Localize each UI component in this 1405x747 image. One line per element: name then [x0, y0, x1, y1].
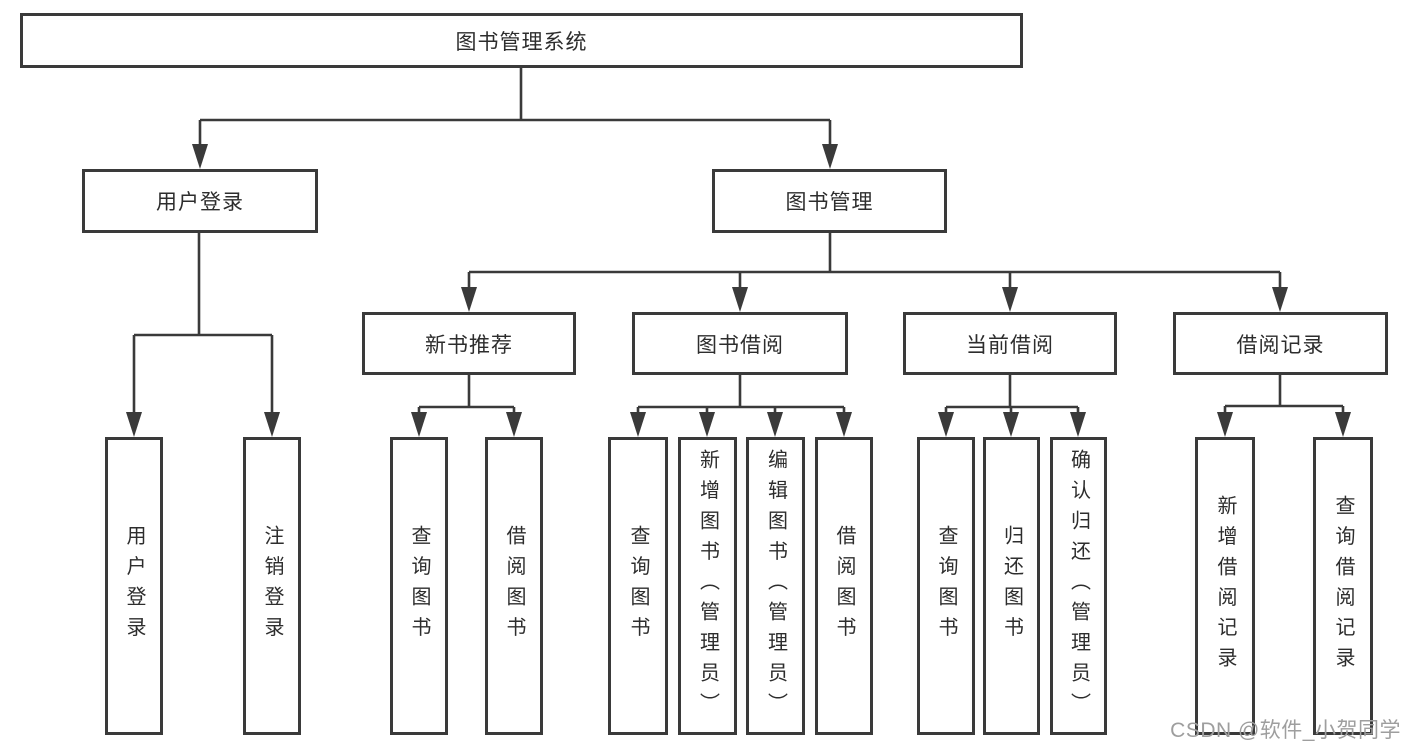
- node-br-add: 新增借阅记录: [1195, 437, 1255, 735]
- node-label: 用户登录: [156, 191, 244, 214]
- connector-current-borrow-arrow-2: [1070, 412, 1086, 437]
- node-current-borrow: 当前借阅: [903, 312, 1117, 375]
- connector-root-arrow-1: [822, 144, 838, 169]
- node-new-book-rec: 新书推荐: [362, 312, 576, 375]
- node-label: 借阅记录: [1236, 333, 1325, 357]
- node-user-login: 用户登录: [82, 169, 318, 233]
- node-label: 确认归还（管理员）: [1067, 449, 1090, 723]
- node-nb-query: 查询图书: [390, 437, 448, 735]
- node-logout-leaf: 注销登录: [243, 437, 301, 735]
- node-label: 新书推荐: [425, 333, 513, 357]
- node-label: 当前借阅: [966, 333, 1054, 357]
- node-bb-query: 查询图书: [608, 437, 668, 735]
- node-label: 注销登录: [261, 525, 283, 647]
- node-bb-add: 新增图书（管理员）: [678, 437, 737, 735]
- node-cb-confirm: 确认归还（管理员）: [1050, 437, 1107, 735]
- connector-user-login-arrow-0: [126, 412, 142, 437]
- connector-book-mgmt-arrow-2: [1002, 287, 1018, 312]
- connector-book-mgmt-arrow-0: [461, 287, 477, 312]
- node-bb-edit: 编辑图书（管理员）: [746, 437, 805, 735]
- connector-root-arrow-0: [192, 144, 208, 169]
- node-label: 查询借阅记录: [1332, 494, 1354, 678]
- node-cb-return: 归还图书: [983, 437, 1040, 735]
- node-book-borrow: 图书借阅: [632, 312, 848, 375]
- node-login-leaf: 用户登录: [105, 437, 163, 735]
- connector-book-borrow-arrow-0: [630, 412, 646, 437]
- node-label: 编辑图书（管理员）: [764, 449, 787, 723]
- node-label: 查询图书: [627, 525, 649, 647]
- node-nb-borrow: 借阅图书: [485, 437, 543, 735]
- connector-book-borrow-arrow-1: [699, 412, 715, 437]
- connector-current-borrow-arrow-0: [938, 412, 954, 437]
- node-br-query: 查询借阅记录: [1313, 437, 1373, 735]
- connector-user-login-arrow-1: [264, 412, 280, 437]
- node-label: 借阅图书: [833, 525, 855, 647]
- node-label: 用户登录: [123, 525, 145, 647]
- connector-borrow-records-arrow-0: [1217, 412, 1233, 437]
- node-label: 图书管理: [785, 191, 874, 214]
- connector-current-borrow-arrow-1: [1003, 412, 1019, 437]
- node-label: 图书借阅: [696, 333, 784, 357]
- node-label: 借阅图书: [503, 525, 525, 647]
- node-label: 查询图书: [935, 525, 957, 647]
- connector-new-book-rec-arrow-0: [411, 412, 427, 437]
- connector-book-borrow-arrow-3: [836, 412, 852, 437]
- connector-new-book-rec-arrow-1: [506, 412, 522, 437]
- node-cb-query: 查询图书: [917, 437, 975, 735]
- node-bb-borrow: 借阅图书: [815, 437, 873, 735]
- node-label: 新增借阅记录: [1214, 494, 1236, 678]
- connector-book-mgmt-arrow-3: [1272, 287, 1288, 312]
- node-label: 新增图书（管理员）: [696, 449, 719, 723]
- connector-book-borrow-arrow-2: [767, 412, 783, 437]
- node-label: 归还图书: [1000, 525, 1023, 647]
- node-root: 图书管理系统: [20, 13, 1023, 68]
- node-label: 图书管理系统: [455, 30, 588, 54]
- node-label: 查询图书: [408, 525, 430, 647]
- connector-borrow-records-arrow-1: [1335, 412, 1351, 437]
- node-borrow-records: 借阅记录: [1173, 312, 1388, 375]
- node-book-mgmt: 图书管理: [712, 169, 947, 233]
- connector-book-mgmt-arrow-1: [732, 287, 748, 312]
